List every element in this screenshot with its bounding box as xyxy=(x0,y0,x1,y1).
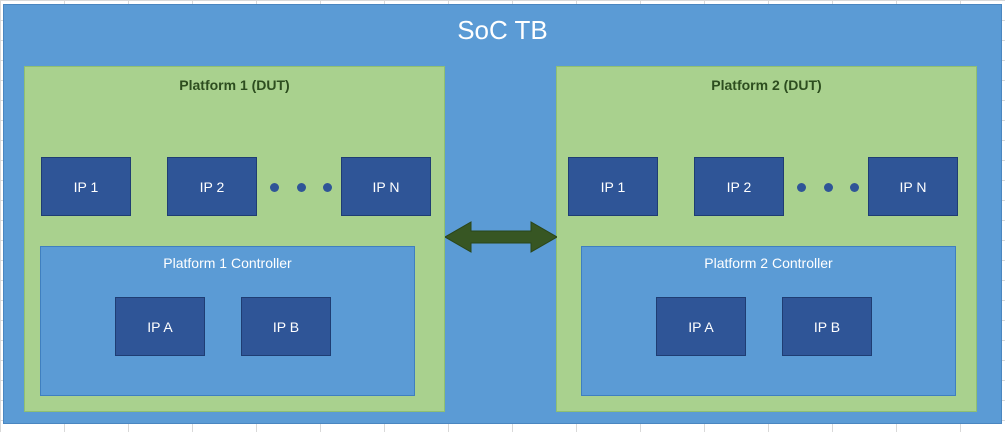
soc-title: SoC TB xyxy=(457,15,548,45)
ellipsis-dot xyxy=(850,182,859,192)
platform-2-ip-2: IP 2 xyxy=(694,157,784,216)
platform-1-ip-b: IP B xyxy=(241,297,331,356)
platform-1-title: Platform 1 (DUT) xyxy=(179,77,290,93)
platform-2-ip-b: IP B xyxy=(782,297,872,356)
platform-1-ellipsis xyxy=(270,180,332,194)
platform-1: Platform 1 (DUT) IP 1 IP 2 IP N Platform… xyxy=(24,66,445,412)
platform-2-controller-title: Platform 2 Controller xyxy=(704,255,833,271)
platform-2-controller: Platform 2 Controller IP A IP B xyxy=(581,246,956,396)
platform-1-controller-title: Platform 1 Controller xyxy=(163,255,292,271)
soc-tb-container: SoC TB Platform 1 (DUT) IP 1 IP 2 IP N P… xyxy=(3,4,1002,424)
platform-2-ip-a: IP A xyxy=(656,297,746,356)
platform-2: Platform 2 (DUT) IP 1 IP 2 IP N Platform… xyxy=(556,66,977,412)
ellipsis-dot xyxy=(296,182,306,192)
ellipsis-dot xyxy=(270,182,279,192)
platform-1-controller: Platform 1 Controller IP A IP B xyxy=(40,246,415,396)
platform-2-ellipsis xyxy=(797,180,859,194)
platform-2-title: Platform 2 (DUT) xyxy=(711,77,822,93)
ellipsis-dot xyxy=(823,182,833,192)
platform-1-ip-2: IP 2 xyxy=(167,157,257,216)
platform-1-ip-n: IP N xyxy=(341,157,431,216)
platform-2-ip-1: IP 1 xyxy=(568,157,658,216)
platform-1-ip-1: IP 1 xyxy=(41,157,131,216)
ellipsis-dot xyxy=(323,182,332,192)
platform-1-ip-a: IP A xyxy=(115,297,205,356)
platform-2-ip-n: IP N xyxy=(868,157,958,216)
ellipsis-dot xyxy=(797,182,806,192)
bidirectional-arrow-icon xyxy=(445,221,557,253)
